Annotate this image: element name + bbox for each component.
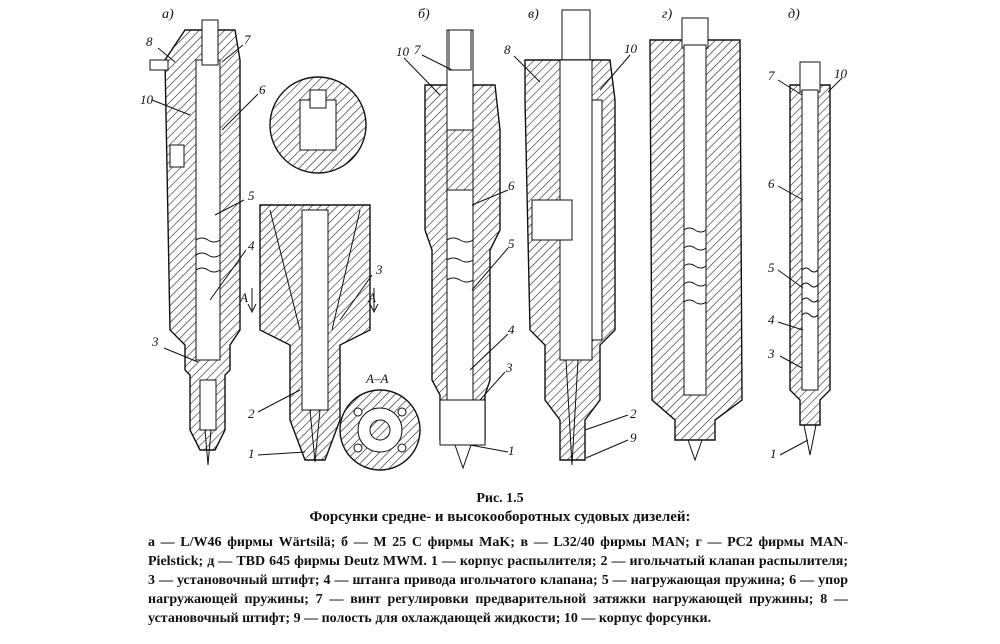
callout-v-2: 2 — [630, 406, 637, 421]
panel-label-d: д) — [788, 7, 800, 22]
callout-detail-1: 1 — [248, 446, 255, 461]
callout-d-5: 5 — [768, 260, 775, 275]
callout-d-3: 3 — [767, 346, 775, 361]
callout-d-6: 6 — [768, 176, 775, 191]
section-arrow-right: А — [367, 290, 376, 305]
callout-v-10: 10 — [624, 41, 638, 56]
injector-g: г) — [649, 7, 743, 462]
callout-b-10: 10 — [396, 44, 410, 59]
section-arrow-left: А — [239, 290, 248, 305]
callout-v-8: 8 — [504, 42, 511, 57]
callouts-b — [403, 54, 509, 453]
callout-a-7: 7 — [244, 32, 251, 47]
section-label: А–А — [365, 371, 388, 386]
callout-v-9: 9 — [630, 430, 637, 445]
figure-caption: Рис. 1.5 Форсунки средне- и высокооборот… — [0, 490, 1000, 628]
panel-label-b: б) — [418, 7, 430, 22]
injector-drawings: а) А–А А А б) — [140, 7, 848, 471]
panel-label-v: в) — [528, 7, 539, 22]
callout-b-4: 4 — [508, 322, 515, 337]
callout-b-3: 3 — [505, 360, 513, 375]
callout-d-4: 4 — [768, 312, 775, 327]
callouts-a — [151, 44, 259, 363]
figure-title: Форсунки средне- и высокооборотных судов… — [309, 509, 691, 525]
callouts-detail — [257, 274, 373, 456]
callouts-v — [513, 54, 631, 459]
callout-d-1: 1 — [770, 446, 777, 461]
callout-d-7: 7 — [768, 68, 775, 83]
injector-d: д) — [788, 7, 831, 456]
figure-legend: а — L/W46 фирмы Wärtsilä; б — М 25 С фир… — [148, 535, 848, 626]
callout-a-3: 3 — [151, 334, 159, 349]
callout-d-10: 10 — [834, 66, 848, 81]
callout-a-6: 6 — [259, 82, 266, 97]
callout-b-6: 6 — [508, 178, 515, 193]
figure-number: Рис. 1.5 — [476, 491, 524, 506]
panel-label-a: а) — [162, 7, 174, 22]
callout-a-10: 10 — [140, 92, 154, 107]
callout-a-5: 5 — [248, 188, 255, 203]
callout-a-4: 4 — [248, 238, 255, 253]
injector-a: а) — [149, 7, 241, 466]
callout-b-1: 1 — [508, 443, 515, 458]
callout-detail-2: 2 — [248, 406, 255, 421]
callout-b-5: 5 — [508, 236, 515, 251]
injector-v: в) — [524, 7, 616, 466]
injector-a-detail: А–А А А — [239, 76, 421, 471]
panel-label-g: г) — [662, 7, 672, 22]
callout-detail-3: 3 — [375, 262, 383, 277]
injector-b: б) — [418, 7, 501, 470]
callouts-d — [777, 77, 843, 456]
callout-b-7: 7 — [414, 42, 421, 57]
callout-a-8: 8 — [146, 34, 153, 49]
